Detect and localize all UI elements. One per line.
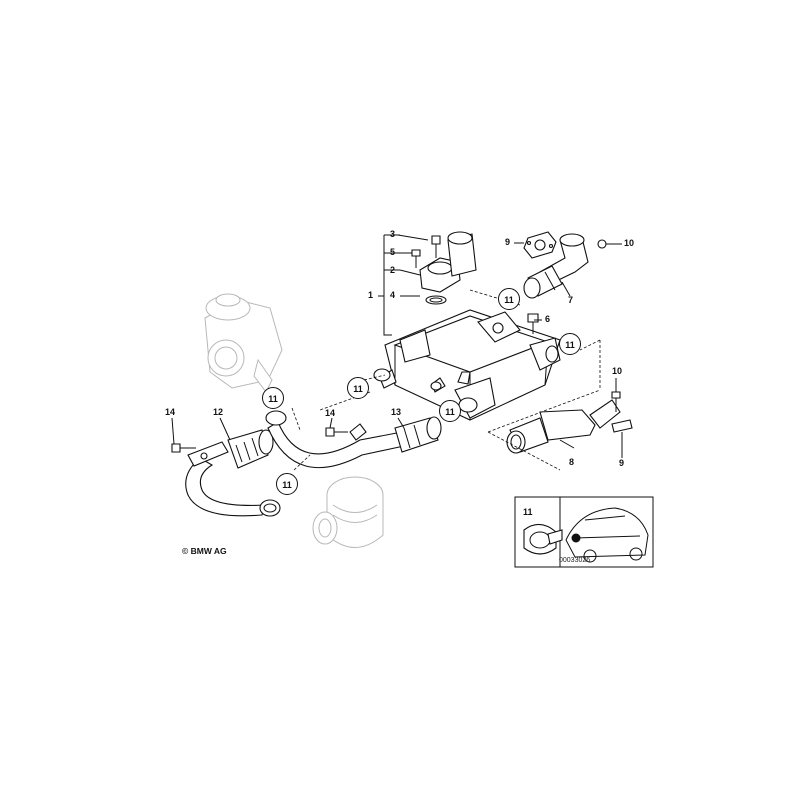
part-label-12: 12 — [213, 407, 224, 417]
part-label-10-lower: 10 — [612, 366, 623, 376]
inset-box — [514, 496, 654, 568]
part-label-5: 5 — [390, 247, 396, 257]
part-label-2: 2 — [390, 265, 396, 275]
egr-cooler-body — [373, 309, 561, 421]
gasket-upper — [523, 231, 557, 259]
bolt-14-center — [325, 427, 348, 437]
part-label-4: 4 — [390, 290, 396, 300]
part-label-14-center: 14 — [325, 408, 336, 418]
pipe-12 — [185, 429, 281, 517]
pipe-13 — [265, 410, 442, 469]
part-label-14-left: 14 — [165, 407, 176, 417]
copyright-text: © BMW AG — [182, 546, 227, 556]
bolts-upper — [411, 235, 539, 334]
part-label-8: 8 — [569, 457, 575, 467]
part-label-1: 1 — [368, 290, 374, 300]
egr-valve-ghost-lower — [312, 476, 384, 548]
part-label-3: 3 — [390, 229, 396, 239]
part-label-13: 13 — [391, 407, 402, 417]
callout-11-f: 11 — [276, 473, 298, 495]
bolt-10-lower — [611, 391, 621, 412]
callout-11-c: 11 — [347, 377, 369, 399]
callout-11-e: 11 — [439, 400, 461, 422]
pipe-8 — [506, 399, 621, 454]
callout-11-d: 11 — [262, 387, 284, 409]
bolt-10-upper — [597, 239, 612, 249]
bolt-14-left — [171, 443, 196, 453]
inset-label-11: 11 — [523, 507, 533, 517]
part-label-7: 7 — [568, 295, 574, 305]
egr-valve-ghost-upper — [204, 293, 283, 393]
callout-11-b: 11 — [559, 333, 581, 355]
part-label-9-lower: 9 — [619, 458, 625, 468]
thermostat-housing — [419, 231, 477, 305]
document-number: 00033026 — [559, 557, 591, 564]
pipe-7 — [523, 233, 589, 299]
part-label-10-upper: 10 — [624, 238, 635, 248]
leader-lines — [171, 234, 623, 471]
part-label-9-upper: 9 — [505, 237, 511, 247]
gasket-9-lower — [611, 419, 633, 433]
callout-11-a: 11 — [498, 288, 520, 310]
part-label-6: 6 — [545, 314, 551, 324]
